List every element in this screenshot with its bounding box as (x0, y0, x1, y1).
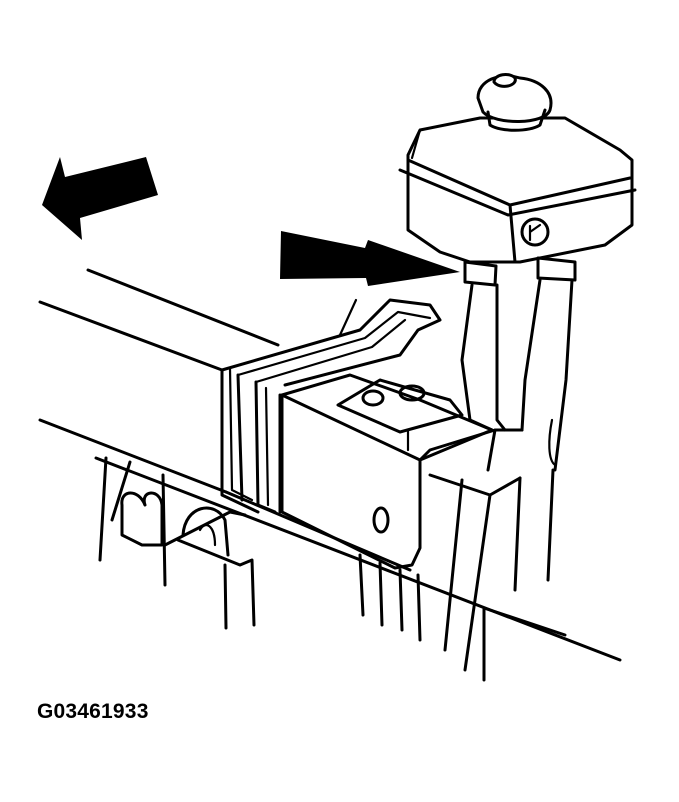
figure-caption: G03461933 (37, 700, 149, 723)
hoses (443, 278, 574, 672)
bracket-body (280, 373, 524, 570)
right-arrow-icon (280, 231, 460, 286)
lower-structure (98, 456, 567, 682)
left-arrow-icon (42, 157, 158, 240)
fluid-reservoir (398, 73, 637, 287)
mounting-strap (220, 298, 442, 514)
